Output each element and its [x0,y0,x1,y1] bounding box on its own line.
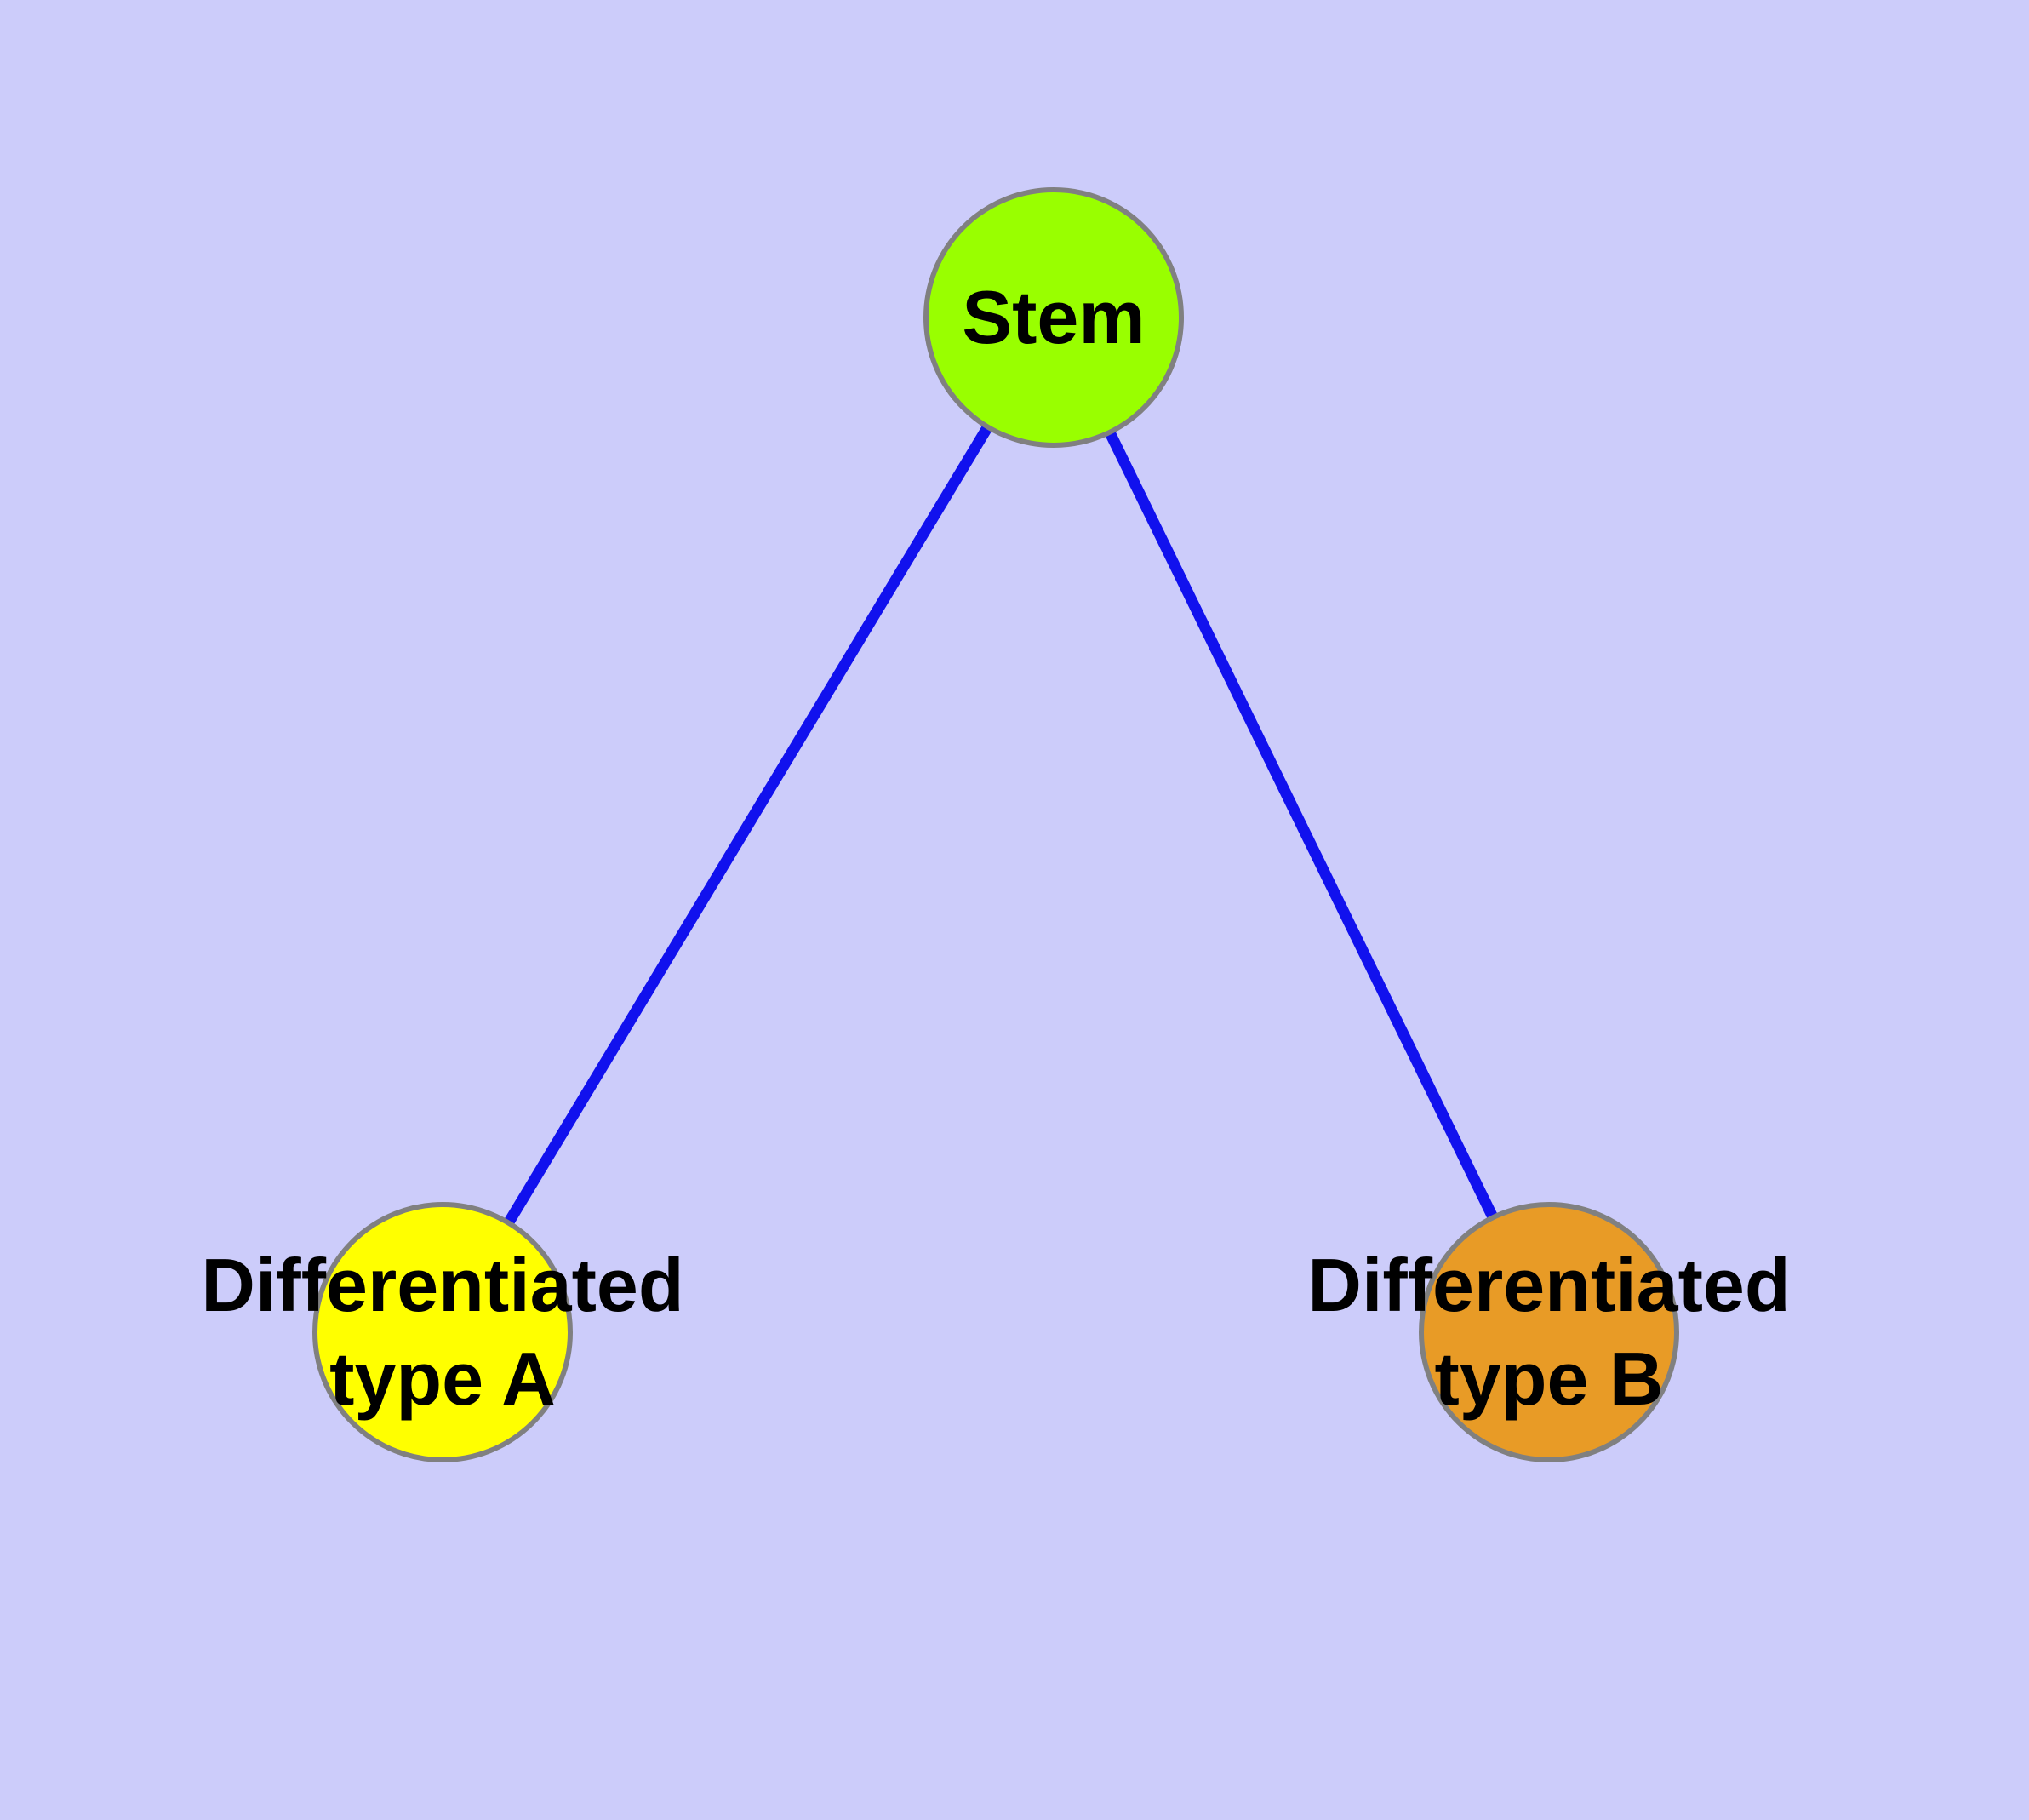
graph-node-label-line: Differentiated [201,1243,683,1327]
graph-node-stem[interactable] [923,187,1184,448]
graph-node-label-line: type B [1435,1336,1664,1421]
graph-node-label-line: type A [329,1336,556,1421]
graph-node-label-diff_b: Differentiated type B [1307,1243,1790,1421]
edge-layer [437,314,1554,1336]
graph-node-diff_a[interactable] [312,1202,573,1462]
graph-node-diff_b[interactable] [1419,1202,1679,1462]
graph-node-label-line: Differentiated [1307,1243,1790,1327]
graph-node-label-line: Stem [962,275,1145,359]
graph-edge[interactable] [437,314,1059,1336]
graph-edge[interactable] [1049,315,1554,1335]
graph-node-label-stem: Stem [962,275,1145,359]
node-layer [312,187,1679,1462]
graph-node-label-diff_a: Differentiated type A [201,1243,683,1421]
